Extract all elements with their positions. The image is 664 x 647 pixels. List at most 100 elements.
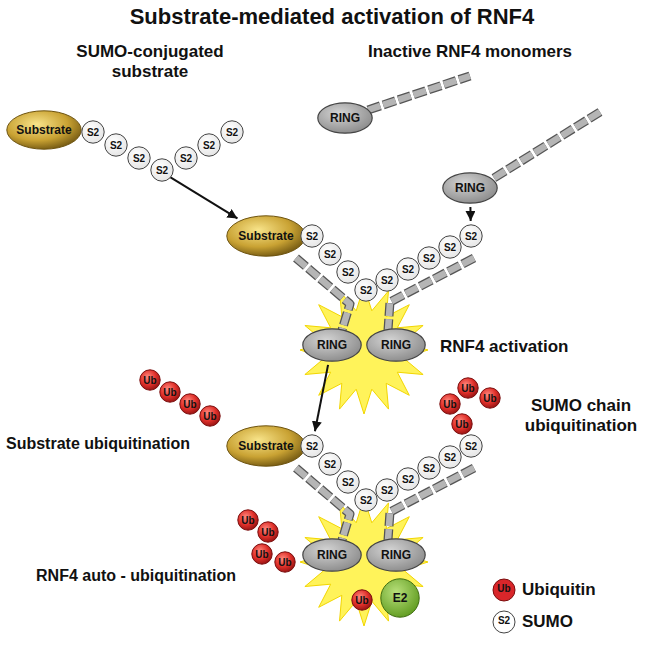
ubiquitin-circle: Ub	[451, 413, 473, 435]
sumo-circle: S2	[354, 278, 378, 302]
node-label: S2	[360, 495, 372, 506]
sumo-circle: S2	[459, 224, 483, 248]
ring-domain: RING	[366, 328, 426, 362]
node-label: S2	[306, 441, 318, 452]
activation-burst	[300, 286, 428, 414]
node-label: S2	[306, 231, 318, 242]
sumo-circle: S2	[396, 467, 420, 491]
node-label: RING	[330, 112, 360, 125]
e2-circle: E2	[380, 578, 420, 618]
node-label: S2	[465, 441, 477, 452]
node-label: S2	[402, 474, 414, 485]
ubiquitin-circle: Ub	[479, 387, 501, 409]
node-label: S2	[402, 264, 414, 275]
sumo-circle: S2	[354, 488, 378, 512]
ubiquitin-circle: Ub	[179, 393, 201, 415]
sumo-circle: S2	[336, 260, 360, 284]
figure-title: Substrate-mediated activation of RNF4	[0, 4, 664, 30]
node-label: S2	[203, 140, 215, 151]
sumo-circle: S2	[220, 120, 244, 144]
ubiquitin-circle: Ub	[439, 393, 461, 415]
sumo-circle: S2	[300, 434, 324, 458]
node-label: S2	[444, 242, 456, 253]
substrate-oval: Substrate	[226, 425, 306, 467]
annotation: Inactive RNF4 monomers	[360, 42, 580, 62]
sumo-circle: S2	[300, 224, 324, 248]
node-label: S2	[156, 165, 168, 176]
node-label: Ub	[241, 515, 254, 526]
node-label: S2	[342, 267, 354, 278]
substrate-oval: Substrate	[226, 215, 306, 257]
annotation: Substrate ubiquitination	[6, 434, 224, 453]
node-label: Ub	[443, 399, 456, 410]
sumo-circle: S2	[318, 242, 342, 266]
legend-label: Ubiquitin	[522, 580, 596, 600]
node-label: Ub	[261, 527, 274, 538]
ubiquitin-circle: Ub	[257, 521, 279, 543]
node-label: S2	[226, 127, 238, 138]
ubiquitin-circle: Ub	[351, 589, 373, 611]
sumo-circle: S2	[104, 133, 128, 157]
node-label: RING	[317, 549, 347, 562]
node-label: Substrate	[238, 230, 293, 243]
node-label: S2	[180, 153, 192, 164]
legend-label: SUMO	[522, 612, 573, 632]
process-arrow	[469, 207, 471, 221]
sumo-circle: S2	[336, 470, 360, 494]
ring-domain: RING	[442, 172, 498, 204]
sumo-circle: S2	[174, 146, 198, 170]
node-label: E2	[393, 592, 408, 605]
node-label: S2	[87, 127, 99, 138]
node-label: Ub	[455, 419, 468, 430]
rnf4-tail	[296, 76, 600, 540]
node-label: S2	[360, 285, 372, 296]
process-arrow	[315, 365, 328, 431]
ubiquitin-circle: Ub	[457, 377, 479, 399]
ubiquitin-circle: Ub	[274, 551, 296, 573]
sumo-circle: S2	[438, 445, 462, 469]
node-label: RING	[317, 339, 347, 352]
sumo-circle: S2	[417, 246, 441, 270]
sumo-circle: S2	[375, 268, 399, 292]
node-label: S2	[423, 463, 435, 474]
sumo-circle: S2	[459, 434, 483, 458]
sumo-circle: S2	[318, 452, 342, 476]
node-label: S2	[381, 275, 393, 286]
sumo-circle: S2	[127, 146, 151, 170]
ubiquitin-circle: Ub	[139, 369, 161, 391]
node-label: S2	[381, 485, 393, 496]
node-label: S2	[324, 249, 336, 260]
node-label: RING	[381, 339, 411, 352]
node-label: S2	[423, 253, 435, 264]
sumo-circle: S2	[438, 235, 462, 259]
node-label: Ub	[163, 387, 176, 398]
legend-sample-text: Ub	[490, 583, 518, 595]
node-label: Ub	[355, 595, 368, 606]
node-label: Ub	[461, 383, 474, 394]
annotation: RNF4 auto - ubiquitination	[36, 566, 236, 585]
node-label: Substrate	[16, 124, 71, 137]
activation-burst	[300, 498, 428, 626]
ring-domain: RING	[366, 538, 426, 572]
annotation: SUMO chain ubiquitination	[505, 396, 657, 436]
sumo-circle: S2	[197, 133, 221, 157]
sumo-circle: S2	[396, 257, 420, 281]
node-label: RING	[381, 549, 411, 562]
ubiquitin-circle: Ub	[237, 509, 259, 531]
ubiquitin-circle: Ub	[199, 405, 221, 427]
sumo-circle: S2	[417, 456, 441, 480]
sumo-circle: S2	[81, 120, 105, 144]
node-label: Ub	[203, 411, 216, 422]
sumo-circle: S2	[375, 478, 399, 502]
legend-sample-text: S2	[490, 615, 518, 627]
node-label: Ub	[278, 557, 291, 568]
ubiquitin-circle: Ub	[159, 381, 181, 403]
node-label: S2	[324, 459, 336, 470]
sumo-circle: S2	[150, 158, 174, 182]
node-label: S2	[465, 231, 477, 242]
node-label: Ub	[183, 399, 196, 410]
node-label: S2	[133, 153, 145, 164]
node-label: S2	[110, 140, 122, 151]
ubiquitin-circle: Ub	[251, 543, 273, 565]
annotation: SUMO-conjugated substrate	[60, 42, 240, 82]
